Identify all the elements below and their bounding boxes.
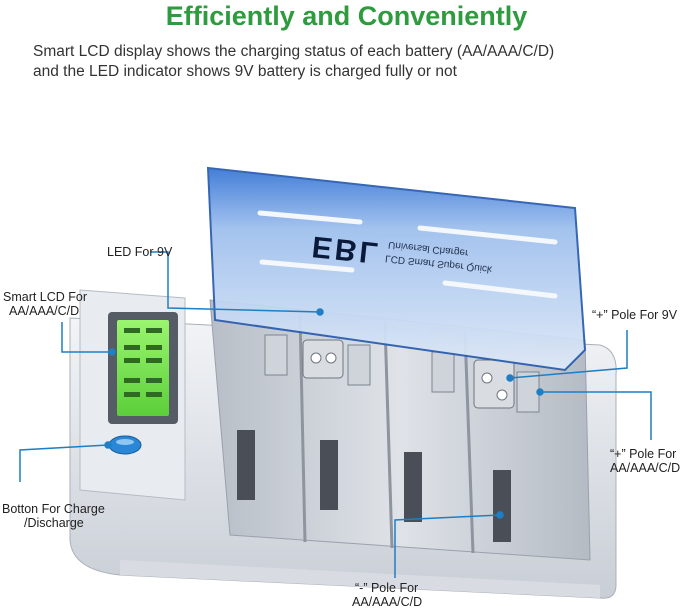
negative-label-line1: “-” Pole For bbox=[355, 581, 419, 595]
9v-connector bbox=[302, 339, 344, 379]
lid-brand: EBL bbox=[310, 229, 383, 270]
negative-contact bbox=[493, 470, 511, 542]
subtitle-line-2: and the LED indicator shows 9V battery i… bbox=[33, 63, 457, 80]
button-label-line1: Botton For Charge bbox=[2, 502, 105, 516]
page-title: Efficiently and Conveniently bbox=[165, 1, 528, 31]
negative-contact bbox=[237, 430, 255, 500]
positive-contact bbox=[264, 334, 288, 376]
positive-contact bbox=[516, 371, 540, 413]
lcd-screen bbox=[117, 320, 169, 416]
button-label-line2: /Discharge bbox=[24, 516, 84, 530]
negative-contact bbox=[404, 452, 422, 522]
lcd-segments bbox=[124, 328, 162, 397]
positive-contact bbox=[347, 344, 371, 386]
subtitle-line-1: Smart LCD display shows the charging sta… bbox=[33, 43, 555, 60]
positive-label-line1: “+” Pole For bbox=[610, 447, 677, 461]
9v-connector bbox=[473, 359, 515, 409]
lcd-label-line2: AA/AAA/C/D bbox=[9, 304, 80, 318]
charger-base-bottom bbox=[120, 560, 600, 598]
positive-9v-label: “+” Pole For 9V bbox=[592, 308, 678, 322]
led-label: LED For 9V bbox=[107, 245, 173, 259]
lcd-label-line1: Smart LCD For bbox=[3, 290, 88, 304]
negative-label-line2: AA/AAA/C/D bbox=[352, 595, 423, 609]
positive-contact bbox=[431, 351, 455, 393]
positive-label-line2: AA/AAA/C/D bbox=[610, 461, 681, 475]
negative-contact bbox=[320, 440, 338, 510]
